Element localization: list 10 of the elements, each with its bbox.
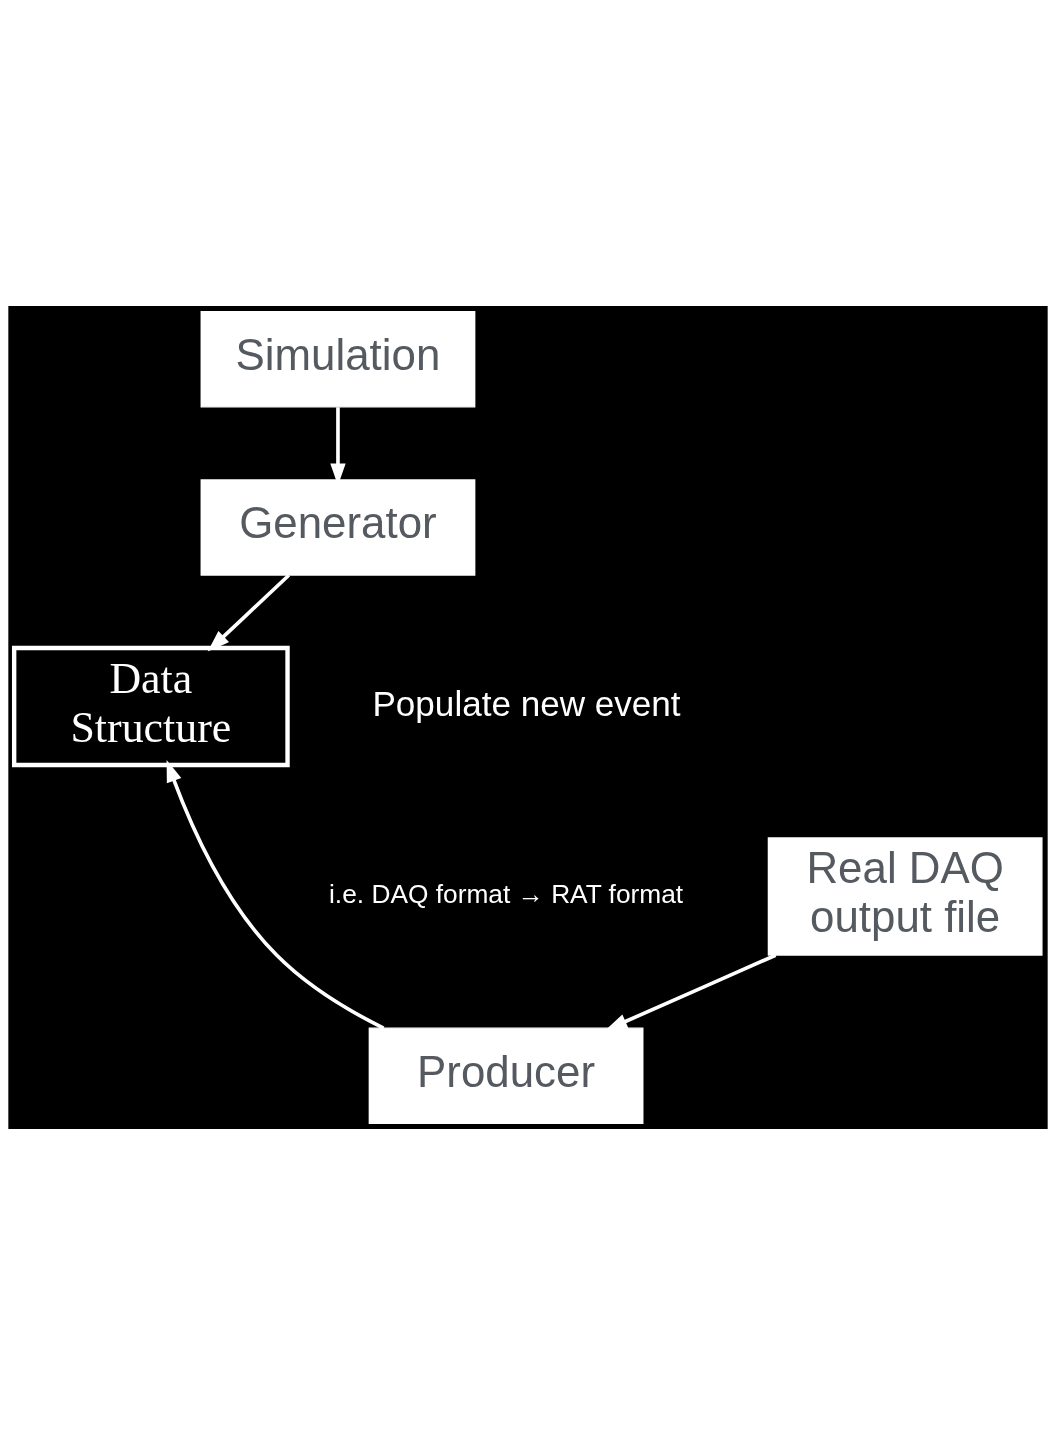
node-box: Data Structure [11, 645, 290, 768]
label: i.e. DAQ format → RAT format [329, 879, 684, 909]
label: Populate new event [372, 683, 681, 723]
node-box: Producer [368, 1027, 644, 1124]
node-box: Simulation [200, 311, 476, 408]
node-box: Generator [200, 479, 476, 576]
node-box: Real DAQ output file [767, 837, 1043, 956]
arrow [207, 573, 291, 652]
arrow [605, 953, 777, 1031]
arrow [166, 759, 385, 1030]
